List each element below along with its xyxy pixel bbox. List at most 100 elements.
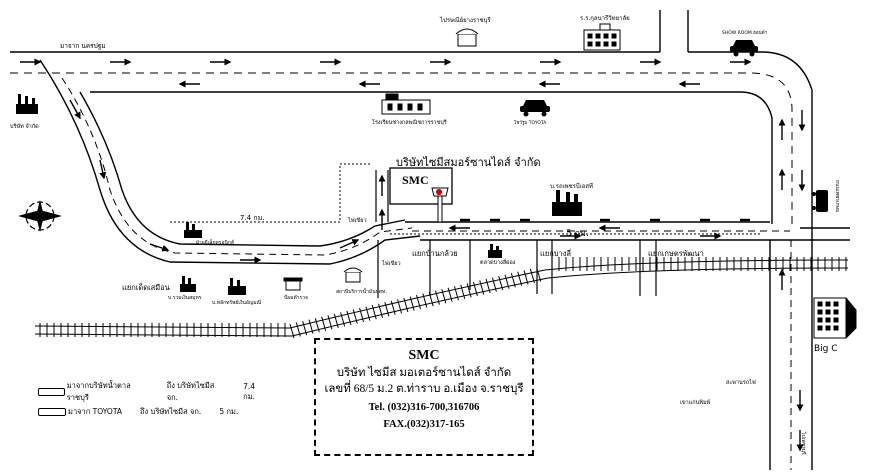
legend-row1-text: มาจากบริษัทน้ำตาลราชบุรี <box>66 381 131 402</box>
railway-tie <box>403 297 409 313</box>
info-tel: Tel. (032)316-700,316706 <box>368 401 480 413</box>
khao-wang-label: เขาแก่นพิมพ์ <box>680 399 711 406</box>
traffic-light-2-label: ไฟเขียว <box>381 260 401 267</box>
railway-tie <box>340 312 346 327</box>
map-labels: มาจาก นครปฐม บริษัท จำกัด ไปรษณีย์ยางราช… <box>10 14 840 455</box>
company-info-box: SMC บริษัท ไซมีส มอเตอร์ซานไดส์ จำกัด เล… <box>314 338 534 456</box>
railway-tie <box>422 293 428 308</box>
factory-left-a-label: บ.รวมเงินสมุทร <box>168 294 202 301</box>
legend-row1-mid: ถึง บริษัทไซมีส จก. <box>166 381 215 402</box>
railway-tie <box>289 323 295 339</box>
info-company-name: บริษัท ไซมีส มอเตอร์ซานไดส์ จำกัด <box>336 367 512 380</box>
bus-icon <box>38 388 65 396</box>
pepsi-factory-label: บ.รถเพชรบีเอสที <box>550 182 593 190</box>
railway-bridge-label: สะพานรถไฟ <box>726 379 756 386</box>
railway-tie <box>479 280 485 295</box>
railway-tie <box>397 299 403 314</box>
lower-road <box>405 221 850 241</box>
info-fax: FAX.(032)317-165 <box>383 418 465 430</box>
railway-tie <box>460 284 466 299</box>
railway-tie <box>378 303 384 318</box>
toyota-showroom-label: โชว์รูม TOYOTA <box>514 119 547 126</box>
railway-tie <box>371 305 377 320</box>
fresh-market-label: ตลาดบางลี่ผ่อง <box>480 258 516 266</box>
railway-tie <box>346 310 352 326</box>
police-box-label: ป้อมตำรวจ <box>284 294 308 301</box>
factory-icon <box>180 276 196 292</box>
railway-tie <box>333 313 339 328</box>
distance-7km-label: 7.4 กม. <box>240 214 264 222</box>
junction-kampaeng-label: แยกบ้านกล้วย <box>412 249 458 258</box>
railway-tie <box>409 296 415 311</box>
south-road <box>769 240 813 470</box>
railway-tie <box>498 276 504 291</box>
railway-tie <box>384 302 390 317</box>
school-building-icon <box>583 23 621 51</box>
junction-khao-label: แยกเกษตรพัฒนา <box>648 249 704 258</box>
railway-tie <box>517 271 523 286</box>
railway-tie <box>428 291 434 307</box>
railway-tie <box>295 322 301 337</box>
bus-icon <box>38 408 66 416</box>
railway-tie <box>365 306 371 321</box>
distance-7km-line <box>170 163 370 223</box>
factory-icon <box>16 94 38 114</box>
bigc-building-icon <box>813 297 857 339</box>
fuel-station-2-label: สถานีบริการน้ำมันปตท. <box>336 286 387 295</box>
railway-tie <box>472 281 478 297</box>
legend-row2-mid: ถึง บริษัทไซมีส จก. <box>139 407 202 416</box>
railway-tie <box>390 300 396 315</box>
traffic-light-1-label: ไฟเขียว <box>347 217 367 224</box>
distance-5km-label: 5 กม. <box>566 229 589 239</box>
factory-left-b-label: บ.หลักทรัพย์เงินอัญมณี <box>212 299 261 306</box>
railway <box>34 259 849 337</box>
company-sign-label: บริษัทไซมีสมอร์ซานไดส์ จำกัด <box>396 156 541 169</box>
main-highway <box>10 51 813 268</box>
post-office-icon <box>455 28 479 47</box>
route-legend: มาจากบริษัทน้ำตาลราชบุรี ถึง บริษัทไซมีส… <box>38 381 268 422</box>
junction-left-label: แยกเด็ดเสมือน <box>122 282 170 292</box>
info-short-name: SMC <box>408 348 440 363</box>
car-icon <box>520 100 550 117</box>
post-office-label: ไปรษณีย์ยางราชบุรี <box>439 16 491 24</box>
railway-tie <box>491 277 497 292</box>
legend-row2-value: 5 กม. <box>219 407 239 416</box>
railway-ties <box>39 257 847 339</box>
side-road-right-label: ถนนเพชรเกษม <box>834 180 840 212</box>
school-top-label: ร.ร.กุลนารีวิทยาลัย <box>580 14 630 22</box>
north-side-road <box>659 10 689 52</box>
factory-topleft-label: บริษัท จำกัด <box>10 123 39 130</box>
railway-tie <box>510 273 516 288</box>
factory-icon <box>228 278 246 295</box>
legend-row: มาจาก TOYOTA ถึง บริษัทไซมีส จก. 5 กม. <box>38 402 268 422</box>
railway-tie <box>416 294 421 310</box>
car-icon <box>812 190 828 212</box>
railway-tie <box>308 319 314 334</box>
railway-tie <box>352 309 358 324</box>
company-smc-label: SMC <box>402 173 429 187</box>
railway-tie <box>485 278 491 294</box>
railway-tie <box>523 270 529 285</box>
bigc-label: Big C <box>814 344 838 354</box>
gas-station-icon <box>343 267 363 283</box>
info-address: เลขที่ 68/5 ม.2 ต.ท่าราบ อ.เมือง จ.ราชบุ… <box>324 383 524 396</box>
curve-road <box>39 59 421 265</box>
railway-tie <box>441 289 447 304</box>
junction-nong-label: แยกบางลี่ <box>540 248 571 258</box>
factory-icon <box>488 244 502 258</box>
legend-row: มาจากบริษัทน้ำตาลราชบุรี ถึง บริษัทไซมีส… <box>38 381 268 402</box>
legend-row1-value: 7.4 กม. <box>243 381 256 401</box>
legend-row2-text: มาจาก TOYOTA <box>68 407 122 416</box>
showroom-right-label: SHOW ROOM ฮอนด้า <box>722 30 768 36</box>
factory-icon <box>552 190 582 216</box>
railway-tie <box>434 290 440 305</box>
police-box-icon <box>283 277 303 291</box>
railway-tie <box>359 307 365 323</box>
railway-tie <box>314 318 320 333</box>
road-top-left-label: มาจาก นครปฐม <box>60 42 106 50</box>
railway-tie <box>504 274 510 289</box>
direction-arrows <box>20 58 806 452</box>
railway-tie <box>447 287 453 302</box>
railway-tie <box>466 283 472 298</box>
